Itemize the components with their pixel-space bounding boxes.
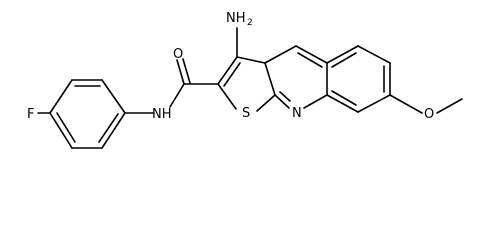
bond-carbonyl-1 <box>176 59 185 85</box>
bond-benzo-4 <box>357 94 391 113</box>
ether-oxygen-atom: O <box>424 107 434 122</box>
bond-phenyl-inner-2 <box>98 113 119 143</box>
molecule-diagram: NH 2 O NH F S N O <box>27 11 463 149</box>
bond-phenyl-5 <box>49 112 73 149</box>
bond-nh-carbonyl <box>169 83 185 108</box>
bond-phenyl-3 <box>101 112 126 149</box>
bond-pyr-5 <box>274 94 290 109</box>
bond-benzo-5 <box>326 94 359 113</box>
bond-thio-1 <box>217 56 238 85</box>
carbonyl-oxygen-atom: O <box>173 47 183 62</box>
bond-benzo-1 <box>326 45 359 64</box>
fluorine-atom: F <box>27 107 34 122</box>
bond-pyr-4 <box>303 94 328 109</box>
bond-phenyl-2 <box>101 79 126 114</box>
ring-nitrogen-atom: N <box>292 106 302 121</box>
bond-benzo-5-inner <box>331 90 357 106</box>
amine-subscript: 2 <box>247 18 253 28</box>
bond-phenyl-inner-3 <box>56 112 76 143</box>
amine-label: NH 2 <box>226 11 253 28</box>
bond-benzo-2 <box>357 45 391 64</box>
bond-pyr-5-inner <box>279 91 291 102</box>
amide-nitrogen-atom: NH <box>152 107 172 122</box>
bond-thio-3 <box>264 62 276 96</box>
bond-c7-o <box>389 94 423 114</box>
bond-pyr-2 <box>295 45 328 64</box>
bond-thio-4 <box>256 94 276 112</box>
bond-o-ch3 <box>436 98 463 114</box>
bond-thio-1-inner <box>223 62 241 87</box>
bond-carbonyl-2 <box>182 58 191 84</box>
bond-pyr-1 <box>264 45 297 64</box>
molecule-structure: NH 2 O NH F S N O <box>27 11 463 149</box>
bond-phenyl-6 <box>49 79 73 114</box>
amine-atom: NH <box>226 11 246 26</box>
sulfur-atom: S <box>242 106 250 121</box>
bond-benzo-1-inner <box>331 52 357 68</box>
bond-layer <box>37 27 463 149</box>
atom-label-layer: NH 2 O NH F S N O <box>27 11 434 122</box>
bond-thio-5 <box>217 83 237 110</box>
bond-pyr-2-inner <box>297 52 323 68</box>
bond-thio-2 <box>236 56 266 64</box>
